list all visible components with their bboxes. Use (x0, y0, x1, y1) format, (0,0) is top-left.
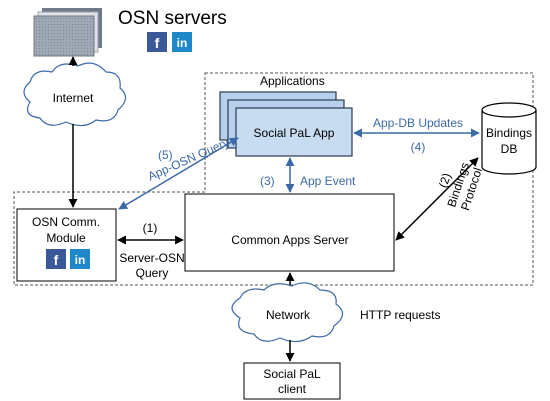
module-facebook-icon: f (46, 249, 66, 269)
bindings-protocol-text: (2) Bindings Protocol (436, 161, 485, 212)
common-apps-server-label: Common Apps Server (231, 233, 348, 247)
social-pal-app-label: Social PaL App (254, 126, 335, 140)
osn-comm-module-label-2: Module (46, 231, 86, 245)
app-event-num: (3) (260, 174, 275, 188)
app-osn-num: (5) (158, 148, 173, 162)
bindings-db-label-2: DB (501, 142, 518, 156)
bindings-db-cylinder (481, 102, 537, 175)
network-cloud (231, 282, 344, 343)
linkedin-icon: in (172, 32, 192, 52)
social-pal-client-label-2: client (278, 382, 307, 396)
internet-label: Internet (53, 91, 94, 105)
app-db-num: (4) (411, 140, 426, 154)
svg-text:f: f (155, 35, 160, 51)
bindings-num: (2) (436, 171, 454, 189)
app-osn-query-arrow (118, 137, 239, 210)
social-pal-app-stack (219, 91, 353, 157)
bindings-protocol-arrow (395, 157, 479, 241)
svg-text:in: in (75, 253, 86, 267)
bindings-db-label-1: Bindings (486, 126, 532, 140)
osn-comm-module-box (16, 208, 117, 282)
osn-servers-title: OSN servers (118, 8, 227, 29)
applications-label: Applications (260, 74, 325, 88)
social-pal-client-box (243, 362, 341, 400)
osn-comm-module-label-1: OSN Comm. (32, 215, 100, 229)
network-label: Network (266, 308, 311, 322)
social-pal-client-label-1: Social PaL (263, 367, 321, 381)
app-event-label: App Event (300, 174, 356, 188)
server-osn-num: (1) (143, 221, 158, 235)
http-requests-label: HTTP requests (360, 308, 440, 322)
facebook-icon: f (147, 32, 167, 52)
server-osn-label-1: Server-OSN (119, 251, 184, 265)
module-linkedin-icon: in (70, 249, 90, 269)
svg-text:in: in (177, 36, 188, 50)
app-db-label: App-DB Updates (373, 116, 463, 130)
internet-cloud (23, 62, 127, 127)
server-osn-label-2: Query (136, 266, 169, 280)
svg-text:f: f (54, 252, 59, 268)
osn-servers-icon (33, 8, 102, 57)
